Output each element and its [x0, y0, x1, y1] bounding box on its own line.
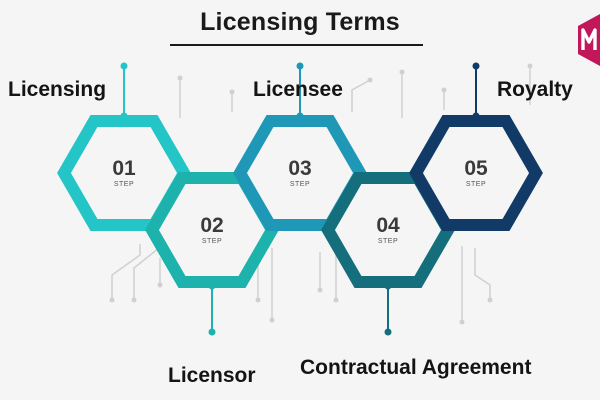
- title-underline: [170, 44, 423, 46]
- step-05-royalty: [409, 62, 543, 231]
- connector-dot: [208, 328, 216, 336]
- term-label-licensee: Licensee: [253, 78, 343, 101]
- term-label-licensor: Licensor: [168, 364, 256, 387]
- step-caption: STEP: [290, 181, 310, 188]
- step-caption: STEP: [466, 181, 486, 188]
- connector-dot: [120, 62, 128, 70]
- step-number: 03: [288, 157, 311, 180]
- term-label-royalty: Royalty: [497, 78, 573, 101]
- term-label-licensing: Licensing: [8, 78, 107, 101]
- brand-logo-icon: [578, 14, 600, 66]
- step-caption: STEP: [378, 238, 398, 245]
- circuit-dots: [109, 63, 533, 325]
- connector-dot: [384, 328, 392, 336]
- step-number: 05: [464, 157, 488, 180]
- connector-dot: [296, 62, 304, 70]
- step-number: 04: [376, 214, 400, 237]
- step-caption: STEP: [114, 181, 134, 188]
- step-number: 02: [200, 214, 223, 237]
- page-title: Licensing Terms: [200, 8, 400, 36]
- connector-dot: [472, 62, 480, 70]
- step-hexagon: [409, 115, 543, 231]
- step-caption: STEP: [202, 238, 222, 245]
- term-label-contractual-agreement: Contractual Agreement: [300, 356, 532, 379]
- step-number: 01: [112, 157, 136, 180]
